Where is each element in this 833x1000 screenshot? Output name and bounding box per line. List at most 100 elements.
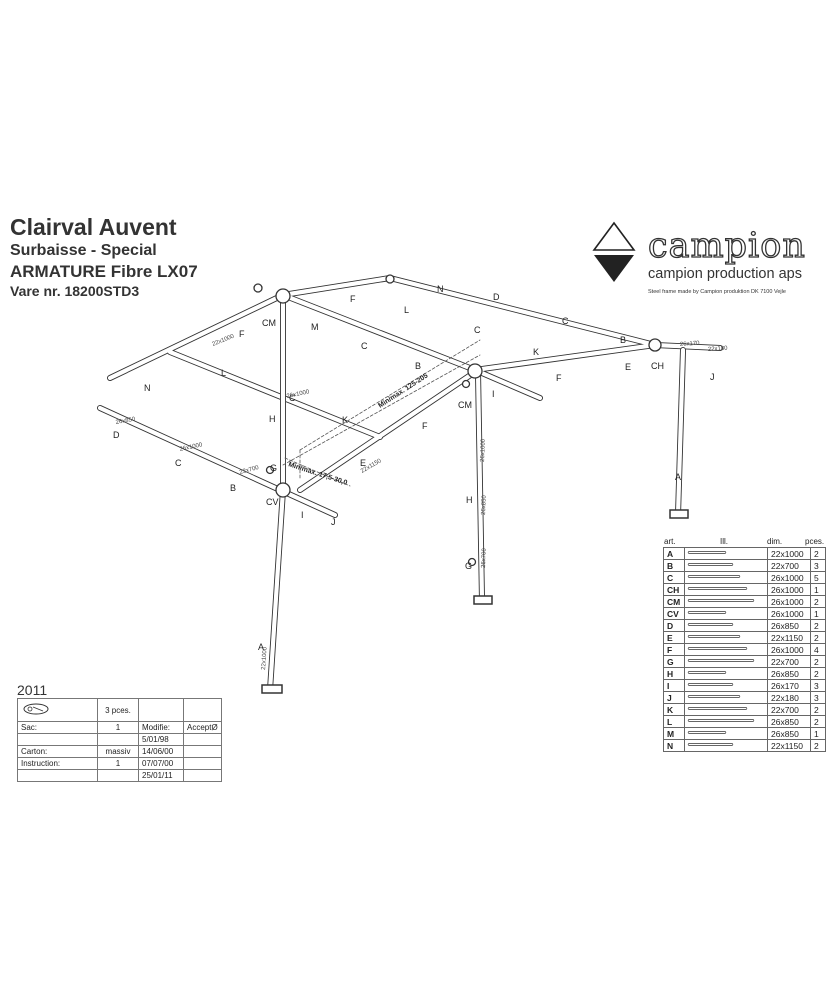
part-illustration [684,715,768,728]
carton-value: massiv [97,745,139,758]
tube-icon [687,575,741,578]
letter-label: F [239,329,245,339]
part-pieces: 2 [810,547,826,560]
part-dimension: 22x700 [767,559,811,572]
part-letter: G [663,655,685,668]
part-illustration [684,739,768,752]
part-letter: L [663,715,685,728]
letter-label: C [289,393,296,403]
part-letter: B [663,559,685,572]
product-subtitle: Surbaisse - Special [10,242,157,259]
letter-label: I [301,510,304,520]
accept-label: AcceptØ [183,721,222,734]
part-illustration [684,571,768,584]
part-letter: H [663,667,685,680]
part-letter: K [663,703,685,716]
part-letter: CV [663,607,685,620]
product-title: Clairval Auvent [10,214,177,240]
part-pieces: 2 [810,703,826,716]
letter-label: B [620,335,626,345]
letter-label: N [144,383,151,393]
tube-icon [687,611,727,614]
letter-label: B [415,361,421,371]
letter-label: L [404,305,409,315]
part-illustration [684,547,768,560]
part-dimension: 26x850 [767,727,811,740]
dim-label: 22x180 [708,346,729,353]
dim-label: 26x1000 [480,438,487,462]
part-pieces: 1 [810,727,826,740]
part-dimension: 26x1000 [767,607,811,620]
tube-icon [687,683,734,686]
part-dimension: 26x850 [767,715,811,728]
tube-icon [687,599,755,602]
instruction-label: Instruction: [17,757,98,770]
modifie-label: Modifie: [138,721,184,734]
letter-label: A [258,642,264,652]
tube-icon [687,707,748,710]
brand-wordmark: campion [647,225,806,266]
part-letter: A [663,547,685,560]
letter-label: CV [266,497,279,507]
part-letter: E [663,631,685,644]
part-pieces: 1 [810,607,826,620]
date-1: 5/01/98 [138,733,184,746]
letter-label: F [350,294,356,304]
letter-label: G [270,463,277,473]
letter-label: K [342,415,348,425]
part-pieces: 3 [810,559,826,572]
part-illustration [684,583,768,596]
part-letter: J [663,691,685,704]
item-number: Vare nr. 18200STD3 [10,283,140,299]
part-pieces: 3 [810,691,826,704]
part-pieces: 2 [810,667,826,680]
sac-label: Sac: [17,721,98,734]
letter-label: F [422,421,428,431]
tube-icon [687,647,748,650]
tube-icon [687,623,734,626]
sac-qty: 1 [97,721,139,734]
frame-diagram: A A B B B C C C C C CH CM CM CV D D E E … [97,274,729,694]
inventory-table: 3 pces. Sac: 1 Modifie: AcceptØ 5/01/98 … [17,698,222,782]
letter-label: D [493,292,500,302]
manufacturer-note: Steel frame made by Campion produktion D… [648,289,786,295]
tube-icon [687,719,755,722]
part-dimension: 26x850 [767,667,811,680]
dim-label: 26x850 [481,495,488,516]
part-dimension: 26x1000 [767,595,811,608]
letter-label: J [331,517,336,527]
part-pieces: 5 [810,571,826,584]
part-illustration [684,559,768,572]
company-name: campion production aps [648,266,802,282]
part-dimension: 22x700 [767,655,811,668]
part-illustration [684,631,768,644]
col-pcs: pces. [805,537,825,546]
part-letter: CH [663,583,685,596]
part-pieces: 3 [810,679,826,692]
part-illustration [684,643,768,656]
letter-label: K [533,347,539,357]
part-letter: I [663,679,685,692]
dim-label: 22x1000 [261,646,269,670]
letter-label: CM [262,318,276,328]
letter-label: B [230,483,236,493]
letter-label: H [269,414,276,424]
bag-icon [23,703,49,715]
instruction-qty: 1 [97,757,139,770]
part-illustration [684,679,768,692]
letter-label: N [437,284,444,294]
part-illustration [684,727,768,740]
part-letter: F [663,643,685,656]
part-dimension: 22x180 [767,691,811,704]
dim-label: 26x1000 [286,389,310,400]
letter-label: E [625,362,631,372]
